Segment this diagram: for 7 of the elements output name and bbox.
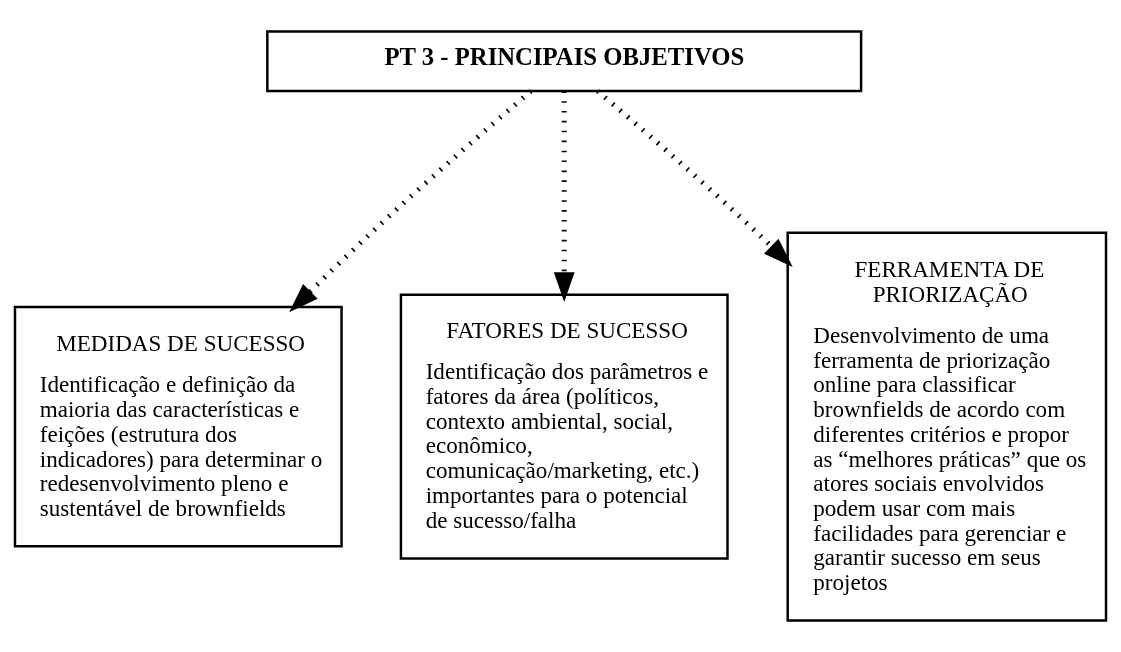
node-box: MEDIDAS DE SUCESSO Identificação e definição da maioria das características e feições (estrutura dos indicadores) para determinar o redesenvolvimento pleno e sustentável de brownfields xyxy=(13,305,343,548)
arrow xyxy=(596,89,793,267)
node-box: FERRAMENTA DE PRIORIZAÇÃO Desenvolvimento de uma ferramenta de priorização online para classificar brownfields de acordo com diferentes critérios e propor as “melhores práticas” que os atores sociais envolvidos podem usar com mais facilidades para gerenciar e garantir sucesso em seus projetos xyxy=(786,231,1108,622)
arrow xyxy=(289,89,533,313)
arrow xyxy=(553,91,575,302)
node-box: PT 3 - PRINCIPAIS OBJETIVOS xyxy=(266,30,863,93)
node-box: FATORES DE SUCESSO Identificação dos parâmetros e fatores da área (políticos, contexto ambiental, social, econômico, comunicação/marketing, etc.) importantes para o potencial de sucesso/falha xyxy=(399,293,729,560)
